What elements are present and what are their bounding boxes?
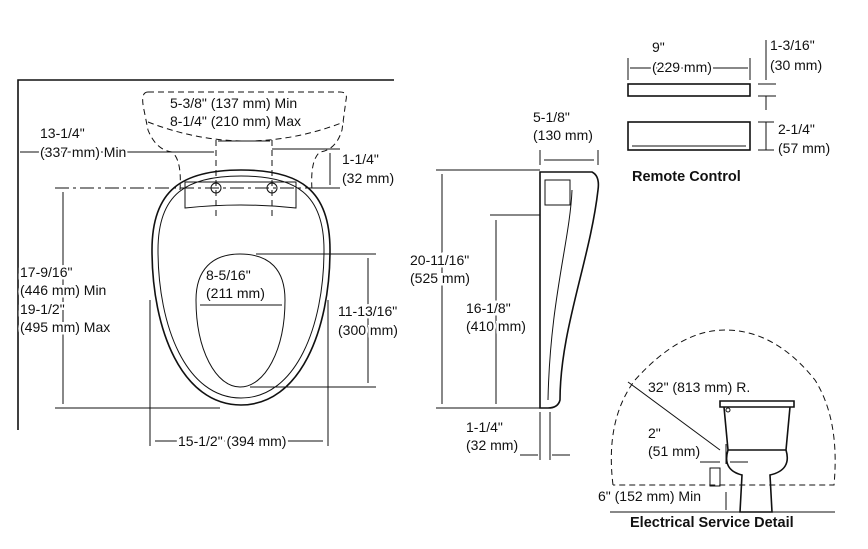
- seat-opening: [195, 253, 286, 388]
- bolt-spacing-min: 5-3/8" (137 mm) Min: [170, 95, 297, 111]
- opening-width-in: 8-5/16": [206, 267, 251, 283]
- remote-height-in: 2-1/4": [778, 121, 815, 137]
- top-depth-in: 5-1/8": [533, 109, 570, 125]
- remote-front: [627, 121, 751, 151]
- seat-width: 15-1/2" (394 mm): [178, 433, 286, 449]
- remote-top: [627, 83, 751, 97]
- seat-height-mm: (32 mm): [466, 437, 518, 453]
- hinge-plate: [184, 181, 297, 209]
- remote-thickness-in: 1-3/16": [770, 37, 815, 53]
- service-radius-arc: [610, 329, 836, 486]
- min-height: 6" (152 mm) Min: [598, 488, 701, 504]
- outlet-icon: [709, 467, 721, 487]
- overall-length-mm: (525 mm): [410, 270, 470, 286]
- bolt-offset-in: 1-1/4": [342, 151, 379, 167]
- offset-mm: (51 mm): [648, 443, 700, 459]
- side-view: 5-1/8" (130 mm) 20-11/16" (525 mm) 16-1/…: [408, 109, 600, 460]
- service-radius: 32" (813 mm) R.: [648, 379, 750, 395]
- seat-length-min-in: 17-9/16": [20, 264, 72, 280]
- opening-length-mm: (300 mm): [338, 322, 398, 338]
- hinge-length-mm: (410 mm): [466, 318, 526, 334]
- remote-control-title: Remote Control: [632, 169, 741, 185]
- radius-line: [627, 381, 721, 451]
- toilet-icon: [719, 400, 795, 513]
- wall-to-bolt-mm: (337 mm) Min: [40, 144, 126, 160]
- remote-control-view: 9" (229 mm) 1-3/16" (30 mm) 2-1/4" (57 m…: [627, 37, 830, 185]
- seat-length-max-in: 19-1/2": [20, 301, 65, 317]
- bowl-outline: [142, 91, 347, 191]
- electrical-service-detail: 32" (813 mm) R. 2" (51 mm) 6" (152 mm) M…: [598, 329, 836, 531]
- remote-height-mm: (57 mm): [778, 140, 830, 156]
- seat-outline: [151, 169, 331, 406]
- side-profile: [539, 171, 600, 409]
- offset-in: 2": [648, 425, 661, 441]
- remote-thickness-mm: (30 mm): [770, 57, 822, 73]
- seat-length-max-mm: (495 mm) Max: [20, 319, 110, 335]
- remote-width-in: 9": [652, 39, 665, 55]
- front-view: 5-3/8" (137 mm) Min 8-1/4" (210 mm) Max …: [17, 79, 400, 452]
- seat-length-min-mm: (446 mm) Min: [20, 282, 106, 298]
- bolt-offset-mm: (32 mm): [342, 170, 394, 186]
- opening-length-in: 11-13/16": [338, 303, 397, 319]
- remote-width-mm: (229 mm): [652, 59, 712, 75]
- wall-outline: [17, 79, 394, 430]
- electrical-service-title: Electrical Service Detail: [630, 515, 794, 531]
- overall-length-in: 20-11/16": [410, 252, 469, 268]
- opening-width-mm: (211 mm): [206, 285, 265, 301]
- hinge-length-in: 16-1/8": [466, 300, 511, 316]
- bolt-spacing-max: 8-1/4" (210 mm) Max: [170, 113, 301, 129]
- wall-to-bolt-in: 13-1/4": [40, 125, 85, 141]
- top-depth-mm: (130 mm): [533, 127, 593, 143]
- seat-height-in: 1-1/4": [466, 419, 503, 435]
